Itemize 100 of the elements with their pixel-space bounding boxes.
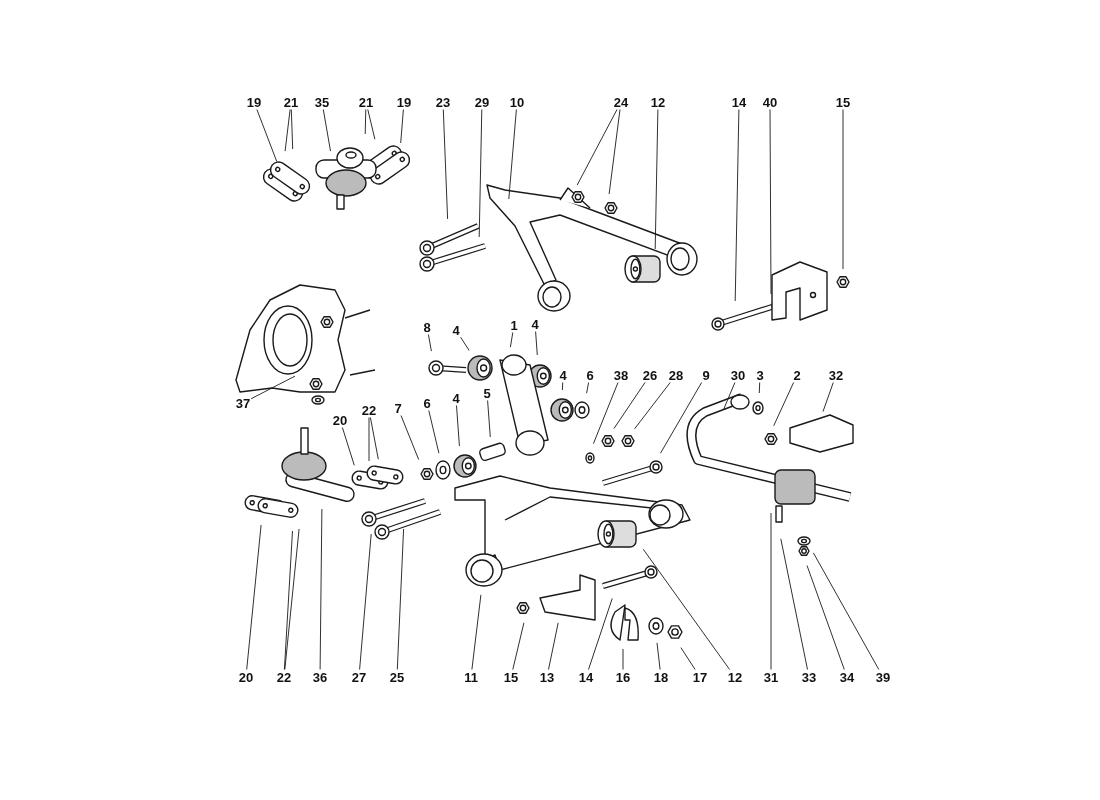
- callout-number: 28: [667, 367, 685, 383]
- callout-number: 16: [614, 669, 632, 685]
- callout-number: 19: [395, 94, 413, 110]
- leader-line: [471, 594, 482, 670]
- leader-line: [654, 109, 659, 250]
- leader-line: [400, 109, 404, 144]
- callout-number: 12: [649, 94, 667, 110]
- leader-line: [734, 109, 740, 302]
- leader-line: [608, 109, 621, 195]
- callout-number: 5: [482, 385, 492, 401]
- leader-line: [396, 528, 405, 670]
- leader-line: [284, 528, 300, 670]
- leader-line: [613, 382, 646, 429]
- leader-line: [364, 109, 367, 135]
- leader-line: [322, 109, 331, 152]
- callout-number: 1: [509, 317, 519, 333]
- callout-number: 30: [729, 367, 747, 383]
- callout-number: 33: [800, 669, 818, 685]
- callout-number: 19: [245, 94, 263, 110]
- leader-line: [512, 622, 525, 670]
- leader-line: [660, 382, 703, 454]
- callout-number: 24: [612, 94, 630, 110]
- callout-number: 3: [755, 367, 765, 383]
- leader-line: [369, 417, 379, 460]
- callout-number: 17: [691, 669, 709, 685]
- leader-line: [842, 109, 844, 270]
- leader-line: [592, 382, 619, 445]
- leader-line: [487, 400, 491, 438]
- callout-number: 25: [388, 669, 406, 685]
- callout-number: 14: [730, 94, 748, 110]
- callout-number: 29: [473, 94, 491, 110]
- leader-line: [367, 109, 376, 140]
- leader-line: [341, 427, 355, 466]
- leader-line: [758, 382, 761, 394]
- callout-number: 26: [641, 367, 659, 383]
- callout-number: 9: [701, 367, 711, 383]
- leader-line: [548, 622, 559, 670]
- callout-number: 22: [360, 402, 378, 418]
- callout-number: 10: [508, 94, 526, 110]
- leader-line: [509, 332, 514, 348]
- leader-line: [250, 375, 296, 400]
- callout-number: 31: [762, 669, 780, 685]
- callout-number: 11: [463, 669, 479, 685]
- leader-line: [359, 533, 372, 670]
- callout-number: 18: [652, 669, 670, 685]
- leader-line: [656, 642, 661, 670]
- leader-line: [588, 598, 613, 670]
- leader-line: [769, 109, 772, 295]
- callout-number: 20: [331, 412, 349, 428]
- callout-number: 27: [350, 669, 368, 685]
- leader-line: [535, 331, 538, 356]
- callout-number: 13: [538, 669, 556, 685]
- leader-line: [634, 382, 671, 430]
- leader-line: [773, 382, 795, 427]
- callout-number: 32: [827, 367, 845, 383]
- callout-number: 20: [237, 669, 255, 685]
- leader-line: [642, 548, 731, 670]
- leader-line: [561, 382, 564, 391]
- callout-number: 22: [275, 669, 293, 685]
- callout-number: 14: [577, 669, 595, 685]
- leader-line: [806, 565, 845, 670]
- callout-number: 6: [585, 367, 595, 383]
- leader-line: [284, 109, 291, 152]
- leader-line: [290, 109, 294, 150]
- leader-line: [508, 109, 517, 200]
- leader-line: [442, 109, 449, 220]
- leader-line: [256, 109, 278, 163]
- leader-line: [622, 648, 624, 670]
- leader-line: [319, 508, 323, 670]
- callout-number: 38: [612, 367, 630, 383]
- leader-line: [428, 410, 440, 454]
- callout-number: 2: [792, 367, 802, 383]
- callout-number: 4: [530, 316, 540, 332]
- leader-line: [456, 405, 460, 447]
- callout-number: 8: [422, 319, 432, 335]
- leader-line: [400, 415, 420, 461]
- callout-number: 39: [874, 669, 892, 685]
- leader-line: [246, 524, 262, 670]
- leader-line: [478, 109, 483, 238]
- leader-line: [770, 512, 772, 670]
- callout-number: 23: [434, 94, 452, 110]
- leader-line: [576, 109, 618, 186]
- callout-number: 40: [761, 94, 779, 110]
- leader-line: [822, 382, 834, 412]
- leader-line: [680, 647, 696, 670]
- leader-line: [368, 417, 370, 462]
- leader-line: [586, 382, 590, 394]
- callout-number: 7: [393, 400, 403, 416]
- callout-number: 4: [558, 367, 568, 383]
- leader-line: [812, 552, 880, 670]
- leader-line: [460, 336, 470, 351]
- callout-number: 4: [451, 390, 461, 406]
- leader-line: [780, 538, 808, 670]
- callout-number: 15: [834, 94, 852, 110]
- leader-line: [427, 334, 432, 352]
- leader-line: [723, 382, 736, 411]
- callout-number: 34: [838, 669, 856, 685]
- callout-number: 37: [234, 395, 252, 411]
- callout-number: 6: [422, 395, 432, 411]
- callout-number: 21: [282, 94, 300, 110]
